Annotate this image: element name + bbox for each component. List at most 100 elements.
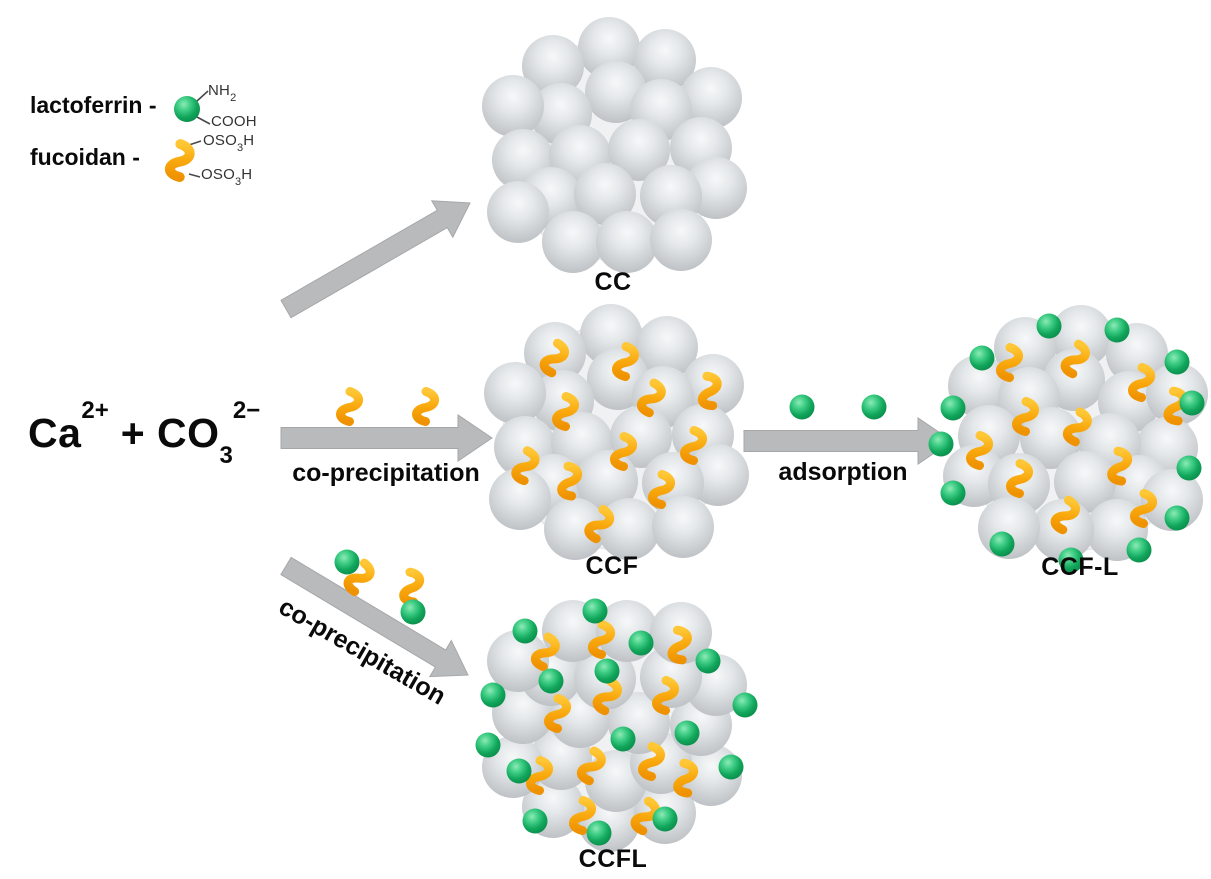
fucoidan-icon [636, 378, 666, 418]
fucoidan-icon [511, 446, 540, 486]
calcium-carbonate-particle [487, 630, 549, 692]
fucoidan-icon [667, 625, 692, 665]
bond-line [188, 173, 201, 178]
fucoidan-icon [1060, 339, 1090, 379]
free-fucoidan-icon [336, 387, 363, 426]
calcium-carbonate-particle [542, 211, 604, 273]
calcium-carbonate-particle [598, 498, 660, 560]
lactoferrin-icon [586, 820, 612, 846]
calcium-carbonate-particle [680, 67, 742, 129]
sulfate1-text: OSO [203, 132, 237, 149]
free-fucoidan-icon [412, 387, 439, 426]
lactoferrin-icon [1164, 349, 1190, 375]
fucoidan-icon [569, 796, 596, 835]
calcium-carbonate-particle [489, 468, 551, 530]
legend-lactoferrin-label: lactoferrin - [30, 92, 157, 118]
lactoferrin-icon [1104, 317, 1130, 343]
lactoferrin-icon [652, 806, 678, 832]
fucoidan-icon [610, 432, 637, 471]
fucoidan-icon [1050, 495, 1080, 535]
sulfate2-sub: 3 [234, 176, 242, 188]
calcium-carbonate-particle [484, 362, 546, 424]
lactoferrin-icon [480, 682, 506, 708]
fucoidan-icon [530, 632, 560, 672]
cluster-ccfl [475, 598, 758, 852]
fucoidan-icon [343, 558, 375, 597]
plus-sign: + [108, 410, 158, 456]
fucoidan-icon [673, 758, 699, 798]
cluster-cc [482, 17, 747, 273]
fucoidan-icon [592, 676, 622, 716]
arrow-adsorption [743, 417, 953, 465]
fucoidan-icon [1006, 459, 1033, 498]
free-lactoferrin-icon [789, 394, 815, 420]
lactoferrin-icon [928, 431, 954, 457]
legend-carboxyl-group-label: COOH [211, 113, 257, 130]
sulfate2-text: OSO [201, 166, 235, 183]
arrow-to-cc [280, 200, 471, 319]
fucoidan-icon [1163, 386, 1188, 426]
bond-line [196, 116, 211, 125]
lactoferrin-icon [695, 648, 721, 674]
fucoidan-icon [697, 371, 722, 411]
lactoferrin-icon [334, 549, 360, 575]
calcium-carbonate-particle [482, 75, 544, 137]
lactoferrin-icon [1179, 390, 1205, 416]
calcium-charge: 2+ [81, 397, 109, 425]
calcium-carbonate-particle [544, 498, 606, 560]
lactoferrin-icon [1176, 455, 1202, 481]
lactoferrin-icon [732, 692, 758, 718]
fucoidan-icon [1128, 363, 1155, 402]
fucoidan-icon [648, 470, 675, 509]
legend-lactoferrin-icon [174, 96, 200, 122]
cluster-ccf-l [928, 305, 1208, 573]
sulfate1-sub: 3 [236, 142, 244, 154]
fucoidan-icon [552, 392, 579, 431]
fucoidan-icon [996, 343, 1023, 382]
amine-text: NH [208, 82, 231, 99]
fucoidan-icon [539, 338, 569, 378]
lactoferrin-icon [400, 599, 426, 625]
product-label-ccfl: CCFL [578, 845, 648, 873]
lactoferrin-icon [522, 808, 548, 834]
calcium-carbonate-particle [524, 322, 586, 384]
arrow-coprecipitation [280, 414, 493, 462]
lactoferrin-icon [1036, 313, 1062, 339]
adsorption-label: adsorption [778, 458, 908, 486]
fucoidan-icon [584, 504, 615, 544]
carbonate-charge: 2− [232, 397, 261, 425]
product-label-cc: CC [594, 268, 632, 296]
lactoferrin-icon [512, 618, 538, 644]
fucoidan-icon [588, 620, 615, 659]
lactoferrin-icon [940, 395, 966, 421]
calcium-carbonate-particle [608, 119, 670, 181]
lactoferrin-fucoidan-conjugate [334, 549, 375, 597]
sulfate1-h: H [243, 132, 255, 149]
lactoferrin-fucoidan-conjugate [399, 567, 426, 625]
fucoidan-icon [1012, 397, 1039, 436]
arrow-coprecipitation-2 [280, 556, 469, 678]
lactoferrin-icon [506, 758, 532, 784]
fucoidan-icon [557, 461, 583, 501]
fucoidan-icon [576, 746, 606, 786]
fucoidan-icon [1130, 489, 1157, 528]
fucoidan-icon [612, 342, 639, 381]
coprecipitation-label-middle: co-precipitation [292, 459, 480, 487]
calcium-carbonate-particle [522, 35, 584, 97]
lactoferrin-icon [940, 480, 966, 506]
fucoidan-icon [399, 567, 425, 607]
carbonate-symbol: CO [157, 410, 220, 456]
fucoidan-icon [1107, 446, 1133, 486]
reactant-formula: Ca2+ + CO32− [28, 397, 260, 469]
bond-line [196, 90, 209, 102]
product-label-ccf: CCF [585, 552, 639, 580]
calcium-carbonate-particle [636, 316, 698, 378]
lactoferrin-icon [969, 345, 995, 371]
calcium-carbonate-particle [1020, 407, 1082, 469]
free-lactoferrin-icon [861, 394, 887, 420]
legend-sulfate-group-label-1: OSO3H [203, 132, 255, 154]
legend-sulfate-group-label-2: OSO3H [201, 166, 252, 188]
lactoferrin-icon [1164, 505, 1190, 531]
calcium-carbonate-particle [634, 29, 696, 91]
